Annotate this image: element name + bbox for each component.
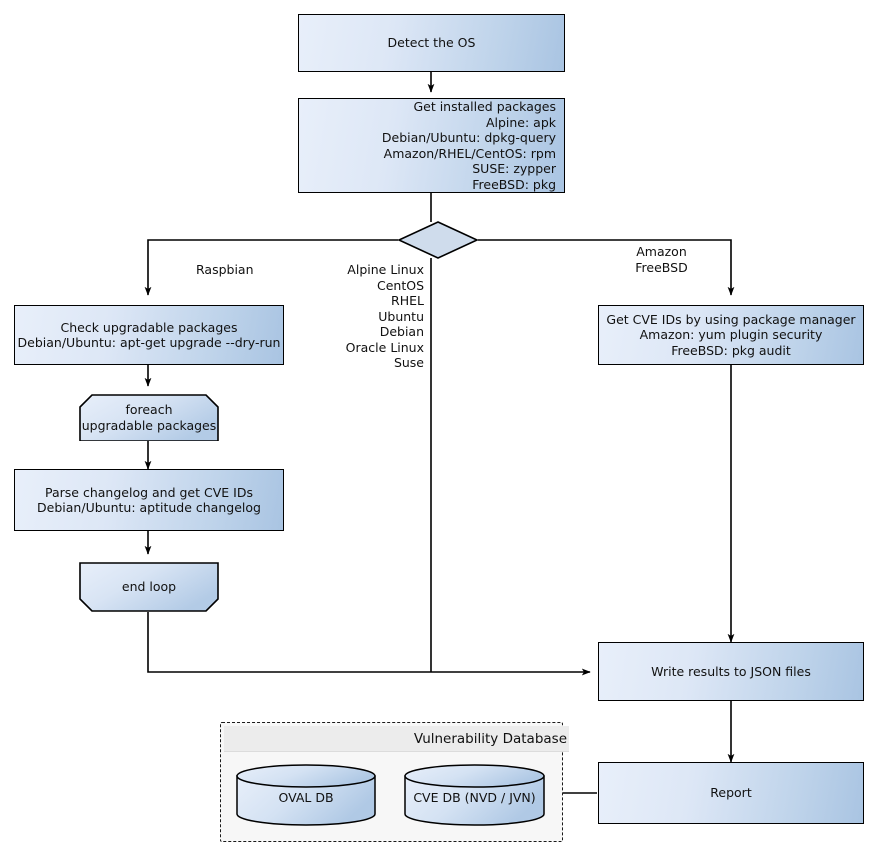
edge-endloop-to-write <box>147 612 591 676</box>
group-title-band: Vulnerability Database <box>224 726 569 752</box>
node-os-decision[interactable] <box>396 220 480 260</box>
end-loop-shape <box>79 562 219 612</box>
edge-label-raspbian: Raspbian <box>196 262 254 277</box>
node-end-loop[interactable]: end loop <box>79 562 219 612</box>
db-oval[interactable]: OVAL DB <box>236 764 376 826</box>
db-oval-shape <box>236 764 376 826</box>
db-cve-shape <box>404 764 545 826</box>
node-report[interactable]: Report <box>598 762 864 824</box>
node-end-loop-label: end loop <box>121 579 177 595</box>
node-report-label: Report <box>710 785 752 801</box>
node-detect-the-os-label: Detect the OS <box>387 35 476 51</box>
node-write-results[interactable]: Write results to JSON files <box>598 642 864 701</box>
group-title-label: Vulnerability Database <box>413 730 567 747</box>
node-detect-the-os[interactable]: Detect the OS <box>298 14 565 72</box>
db-cve[interactable]: CVE DB (NVD / JVN) <box>404 764 545 826</box>
foreach-shape <box>79 394 219 441</box>
node-write-results-label: Write results to JSON files <box>651 663 811 679</box>
diamond-shape <box>397 221 479 259</box>
